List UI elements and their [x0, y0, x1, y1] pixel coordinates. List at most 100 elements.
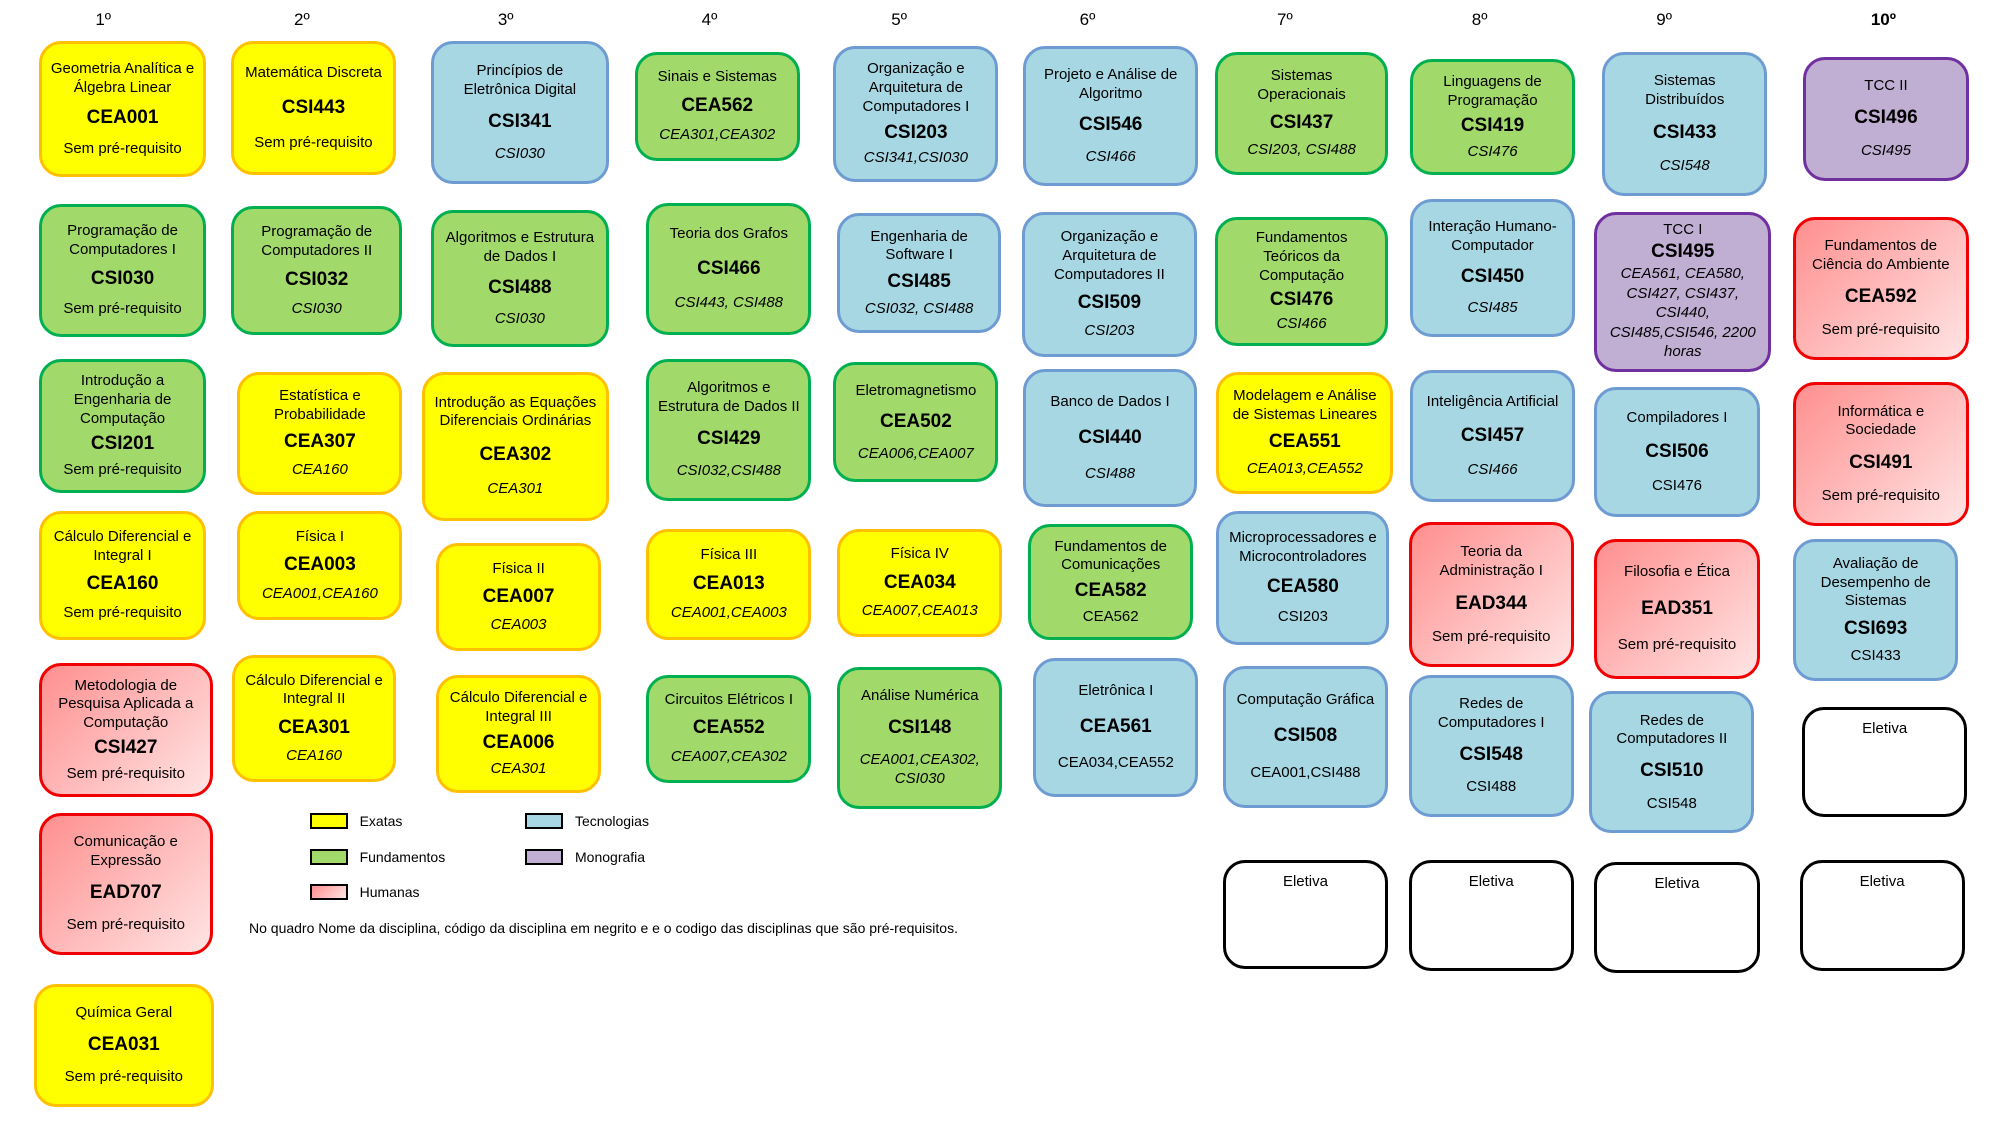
course-prerequisites: CEA034,CEA552 [1057, 754, 1174, 772]
course-code: CSI433 [1653, 121, 1717, 143]
elective-card: Eletiva [1594, 861, 1760, 973]
course-prerequisites: CSI548 [1646, 794, 1697, 812]
course-code: CSI496 [1854, 107, 1918, 129]
course-title: Programação de Computadores II [261, 223, 373, 260]
course-code: CSI457 [1460, 424, 1525, 446]
course-title: Física III [700, 546, 758, 564]
course-prerequisites: Sem pré-requisito [1617, 635, 1737, 653]
course-code: CEA001 [86, 106, 159, 128]
course-code: CSI443 [281, 96, 346, 118]
legend-swatch [525, 812, 564, 829]
course-prerequisites: CSI466 [1276, 314, 1327, 332]
course-code: CSI485 [887, 270, 951, 292]
course-code: CEA031 [87, 1034, 160, 1056]
course-code: CEA007 [482, 585, 555, 607]
course-code: CSI437 [1269, 111, 1334, 133]
legend-label: Tecnologias [575, 812, 649, 829]
course-prerequisites: CEA301 [487, 480, 544, 498]
course-title: Teoria da Administração I [1439, 543, 1543, 580]
course-prerequisites: Sem pré-requisito [63, 604, 182, 622]
course-prerequisites: CSI030 [494, 309, 545, 327]
semester-header: 6º [1079, 10, 1096, 29]
semester-header: 2º [294, 10, 310, 29]
course-code: EAD707 [89, 881, 162, 903]
course-title: Microprocessadores e Microcontroladores [1229, 529, 1377, 565]
course-code: CEA006 [482, 731, 555, 753]
course-prerequisites: CSI495 [1860, 141, 1911, 159]
course-card-cea551: Modelagem e Análise de Sistemas Lineares… [1216, 371, 1394, 495]
course-code: CEA552 [692, 717, 765, 739]
course-code: CSI546 [1079, 114, 1143, 136]
course-title: Organização e Arquitetura de Computadore… [1053, 228, 1165, 283]
course-prerequisites: CSI488 [1466, 777, 1517, 795]
semester-header: 3º [497, 10, 514, 29]
elective-card: Eletiva [1802, 706, 1968, 817]
course-code: CEA580 [1266, 575, 1339, 597]
course-prerequisites: CSI466 [1467, 460, 1518, 478]
elective-card: Eletiva [1408, 860, 1574, 972]
course-title: Algoritmos e Estrutura de Dados I [445, 229, 595, 265]
course-card-csi427: Metodologia de Pesquisa Aplicada a Compu… [38, 663, 213, 798]
course-title: Eletiva [1654, 874, 1700, 892]
course-title: Cálculo Diferencial e Integral II [245, 671, 383, 708]
course-prerequisites: CSI485 [1467, 298, 1518, 316]
course-prerequisites: CSI203 [1277, 608, 1328, 626]
course-code: CSI203 [884, 121, 948, 143]
course-prerequisites: Sem pré-requisito [1821, 486, 1940, 504]
course-card-csi509: Organização e Arquitetura de Computadore… [1021, 211, 1198, 358]
course-title: Química Geral [75, 1004, 173, 1022]
course-prerequisites: Sem pré-requisito [1821, 320, 1940, 338]
course-code: CSI427 [94, 737, 158, 759]
semester-header: 8º [1471, 10, 1488, 29]
course-title: Programação de Computadores I [67, 221, 178, 258]
elective-card: Eletiva [1222, 860, 1389, 969]
semester-header: 5º [891, 10, 907, 29]
course-prerequisites: CEA001,CSI488 [1250, 764, 1361, 782]
course-title: Física IV [890, 545, 949, 563]
course-title: Física I [295, 527, 345, 545]
course-code: CSI491 [1849, 452, 1913, 474]
course-code: CEA301 [278, 716, 351, 738]
legend-label: Humanas [359, 883, 420, 900]
semester-header: 9º [1656, 10, 1672, 29]
course-prerequisites: CEA007,CEA013 [861, 602, 978, 620]
course-title: Análise Numérica [860, 686, 979, 704]
course-code: CSI450 [1460, 265, 1525, 287]
course-prerequisites: CSI030 [291, 299, 342, 317]
course-title: Introdução a Engenharia de Computação [73, 372, 172, 427]
course-prerequisites: CSI030 [494, 145, 545, 163]
course-code: CEA160 [86, 573, 159, 595]
course-title: Avaliação de Desempenho de Sistemas [1820, 554, 1931, 610]
course-title: Introdução as Equações Diferenciais Ordi… [434, 393, 597, 430]
course-prerequisites: Sem pré-requisito [66, 915, 185, 933]
course-code: CSI509 [1077, 291, 1142, 313]
course-title: Eletiva [1859, 873, 1905, 891]
course-title: Interação Humano-Computador [1428, 217, 1557, 254]
elective-card: Eletiva [1799, 860, 1965, 972]
course-title: Inteligência Artificial [1426, 392, 1559, 410]
legend-item-fundamentos: Fundamentos [309, 848, 445, 865]
course-prerequisites: CSI032, CSI488 [864, 299, 974, 317]
course-title: Computação Gráfica [1236, 690, 1375, 708]
course-code: CSI506 [1645, 440, 1709, 462]
course-title: Redes de Computadores II [1616, 711, 1728, 748]
course-title: Cálculo Diferencial e Integral III [449, 689, 588, 725]
course-title: Eletrônica I [1078, 682, 1154, 700]
legend-item-monografia: Monografia [525, 848, 645, 865]
